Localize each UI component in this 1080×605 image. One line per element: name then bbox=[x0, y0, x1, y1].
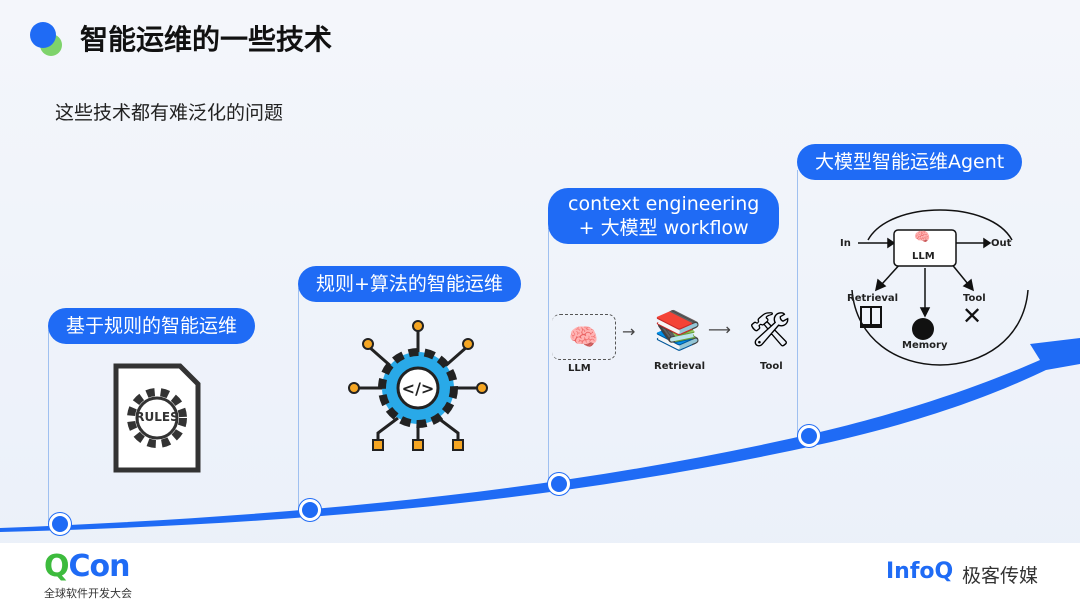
brain-icon: 🧠 bbox=[568, 323, 599, 351]
title-bullet-icon bbox=[30, 22, 64, 56]
stage-3-line2: + 大模型 workflow bbox=[578, 217, 749, 239]
svg-text:</>: </> bbox=[402, 379, 435, 398]
stage-line bbox=[548, 228, 549, 484]
agent-in-label: In bbox=[840, 238, 851, 249]
qcon-subtitle: 全球软件开发大会 bbox=[44, 587, 132, 600]
wrench-icon: ✕ bbox=[962, 302, 983, 330]
stage-dot bbox=[299, 499, 321, 521]
agent-diagram-lines bbox=[851, 209, 1029, 366]
agent-tool-label: Tool bbox=[963, 293, 986, 304]
stage-4-label: 大模型智能运维Agent bbox=[797, 144, 1023, 180]
stage-dot bbox=[49, 513, 71, 535]
stage-dot bbox=[548, 473, 570, 495]
infoq-logo: InfoQ bbox=[886, 559, 954, 584]
geek-media-text: 极客传媒 bbox=[962, 565, 1039, 587]
stage-line bbox=[48, 330, 49, 522]
code-gear-network-icon: </> bbox=[348, 320, 488, 451]
agent-llm-label: LLM bbox=[912, 251, 935, 262]
books-icon: 📚 bbox=[654, 308, 702, 352]
stage-3-line1: context engineering bbox=[568, 193, 760, 215]
rules-text: RULES bbox=[135, 410, 179, 424]
page-title: 智能运维的一些技术 bbox=[80, 23, 333, 56]
flow-retrieval-label: Retrieval bbox=[654, 361, 706, 372]
arrow-icon: ⟶ bbox=[708, 320, 731, 339]
stage-2-label: 规则+算法的智能运维 bbox=[298, 266, 521, 302]
brain-icon: 🧠 bbox=[914, 230, 931, 245]
stage-dot bbox=[798, 425, 820, 447]
stage-3-label: context engineering + 大模型 workflow bbox=[548, 188, 780, 244]
subtitle: 这些技术都有难泛化的问题 bbox=[55, 102, 284, 124]
stage-line bbox=[298, 288, 299, 510]
stage-1-label: 基于规则的智能运维 bbox=[48, 308, 256, 344]
agent-memory-label: Memory bbox=[902, 340, 948, 351]
qcon-logo: QCon bbox=[44, 549, 130, 584]
book-icon bbox=[860, 306, 882, 328]
rules-document-icon: RULES bbox=[112, 362, 202, 474]
growth-arrow bbox=[0, 338, 1080, 532]
memory-icon bbox=[912, 318, 934, 340]
tools-icon: 🛠 bbox=[748, 310, 792, 350]
llm-box: 🧠 bbox=[552, 314, 616, 360]
agent-retrieval-label: Retrieval bbox=[847, 293, 899, 304]
stage-line bbox=[797, 170, 798, 436]
footer: QCon 全球软件开发大会 InfoQ 极客传媒 bbox=[0, 543, 1080, 605]
arrow-icon: → bbox=[622, 322, 636, 341]
flow-tool-label: Tool bbox=[760, 361, 783, 372]
flow-llm-label: LLM bbox=[568, 363, 591, 374]
agent-out-label: Out bbox=[991, 238, 1012, 249]
